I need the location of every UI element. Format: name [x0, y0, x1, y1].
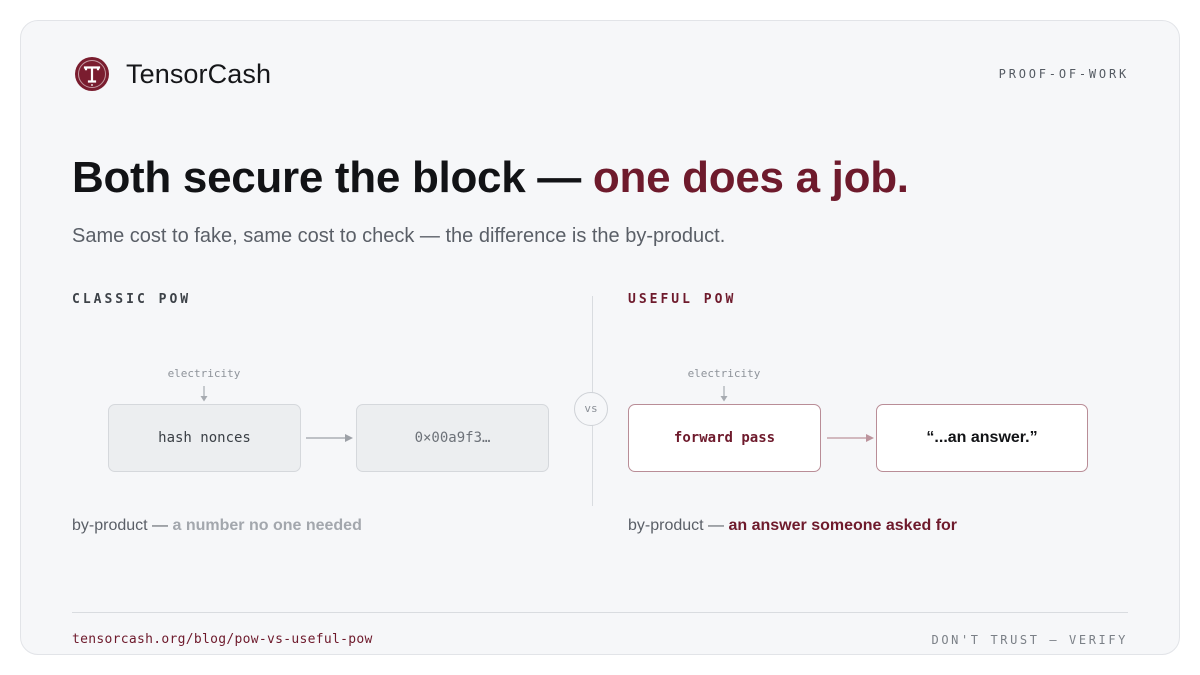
footer-tagline: DON'T TRUST — VERIFY [931, 633, 1128, 647]
classic-input-label: electricity [167, 367, 241, 380]
vs-badge: vs [574, 392, 608, 426]
card-background [20, 20, 1180, 655]
topic-tag: PROOF-OF-WORK [998, 67, 1129, 81]
useful-flow-arrow-icon [827, 434, 874, 442]
useful-byproduct-prefix: by-product — [628, 517, 729, 534]
t-glyph-icon [78, 60, 106, 88]
footer-url-link[interactable]: tensorcash.org/blog/pow-vs-useful-pow [72, 632, 373, 647]
useful-input-arrow-icon [720, 386, 728, 402]
classic-pow-label: CLASSIC POW [72, 292, 192, 307]
useful-byproduct-value: an answer someone asked for [728, 517, 958, 534]
footer-rule [72, 612, 1128, 613]
classic-flow-arrow-icon [306, 434, 353, 442]
subheadline: Same cost to fake, same cost to check — … [72, 225, 726, 247]
forward-pass-box: forward pass [628, 404, 821, 472]
classic-byproduct: by-product — a number no one needed [72, 515, 362, 537]
hash-nonces-box: hash nonces [108, 404, 301, 472]
headline-accent: one does a job. [592, 153, 909, 202]
answer-output-box: “...an answer.” [876, 404, 1088, 472]
useful-byproduct: by-product — an answer someone asked for [628, 515, 957, 537]
classic-input-arrow-icon [200, 386, 208, 402]
headline-main: Both secure the block — [72, 153, 593, 202]
hash-output-box: 0×00a9f3… [356, 404, 549, 472]
tensorcash-logo-icon [75, 57, 109, 91]
classic-byproduct-prefix: by-product — [72, 517, 173, 534]
brand-name: TensorCash [126, 59, 272, 89]
classic-byproduct-value: a number no one needed [172, 517, 362, 534]
useful-pow-label: USEFUL POW [628, 292, 737, 307]
headline: Both secure the block — one does a job. [72, 150, 909, 206]
useful-input-label: electricity [687, 367, 761, 380]
